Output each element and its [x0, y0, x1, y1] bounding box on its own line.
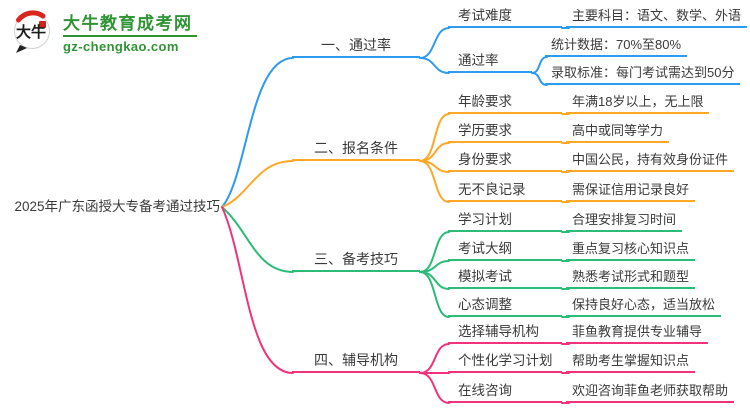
leaf-node-age-detail: 年满18岁以上，无上限 — [566, 92, 710, 114]
logo-seal-characters: 大牛 — [16, 23, 46, 41]
leaf-node-mindset-detail: 保持良好心态，适当放松 — [566, 295, 722, 317]
mindmap-root-topic: 2025年广东函授大专备考通过技巧 — [14, 199, 220, 214]
leaf-node-identity-detail: 中国公民，持有效身份证件 — [566, 150, 735, 172]
sub-node-education-requirement: 学历要求 — [448, 121, 562, 143]
leaf-node-institution-detail: 菲鱼教育提供专业辅导 — [566, 322, 709, 344]
sub-node-choose-institution: 选择辅导机构 — [448, 322, 562, 344]
branch-registration-requirements: 二、报名条件 — [292, 139, 420, 161]
sub-node-study-plan: 学习计划 — [448, 210, 562, 232]
logo-site-name: 大牛教育成考网 — [63, 13, 193, 33]
sub-node-mindset: 心态调整 — [448, 295, 562, 317]
leaf-node-study-plan-detail: 合理安排复习时间 — [566, 210, 683, 232]
leaf-node-credit-record-detail: 需保证信用记录良好 — [566, 180, 696, 202]
leaf-node-main-subjects: 主要科目：语文、数学、外语 — [566, 6, 748, 28]
sub-node-mock-exam: 模拟考试 — [448, 267, 562, 289]
sub-node-online-consult: 在线咨询 — [448, 381, 562, 403]
logo-divider — [63, 34, 197, 37]
branch-prep-tips: 三、备考技巧 — [292, 250, 420, 272]
sub-node-exam-outline: 考试大纲 — [448, 239, 562, 261]
sub-node-exam-difficulty: 考试难度 — [448, 6, 562, 28]
leaf-node-education-detail: 高中或同等学力 — [566, 121, 670, 143]
sub-node-pass-rate: 通过率 — [448, 51, 532, 73]
branch-pass-rate: 一、通过率 — [292, 36, 420, 58]
leaf-node-statistics: 统计数据：70%至80% — [545, 35, 688, 57]
site-logo: 大牛 大牛教育成考网 gz-chengkao.com — [10, 8, 197, 54]
daniu-speech-bubble-icon: 大牛 — [14, 10, 50, 53]
sub-node-clean-record: 无不良记录 — [448, 180, 562, 202]
branch-tutoring-institutions: 四、辅导机构 — [292, 351, 420, 373]
leaf-node-mock-exam-detail: 熟悉考试形式和题型 — [566, 267, 696, 289]
sub-node-personalized-plan: 个性化学习计划 — [448, 351, 562, 373]
leaf-node-exam-outline-detail: 重点复习核心知识点 — [566, 239, 696, 261]
leaf-node-admission-standard: 录取标准：每门考试需达到50分 — [545, 63, 741, 85]
logo-site-url: gz-chengkao.com — [63, 38, 179, 54]
sub-node-age-requirement: 年龄要求 — [448, 92, 562, 114]
sub-node-identity-requirement: 身份要求 — [448, 150, 562, 172]
leaf-node-personalized-plan-detail: 帮助考生掌握知识点 — [566, 351, 696, 373]
leaf-node-online-consult-detail: 欢迎咨询菲鱼老师获取帮助 — [566, 381, 735, 403]
